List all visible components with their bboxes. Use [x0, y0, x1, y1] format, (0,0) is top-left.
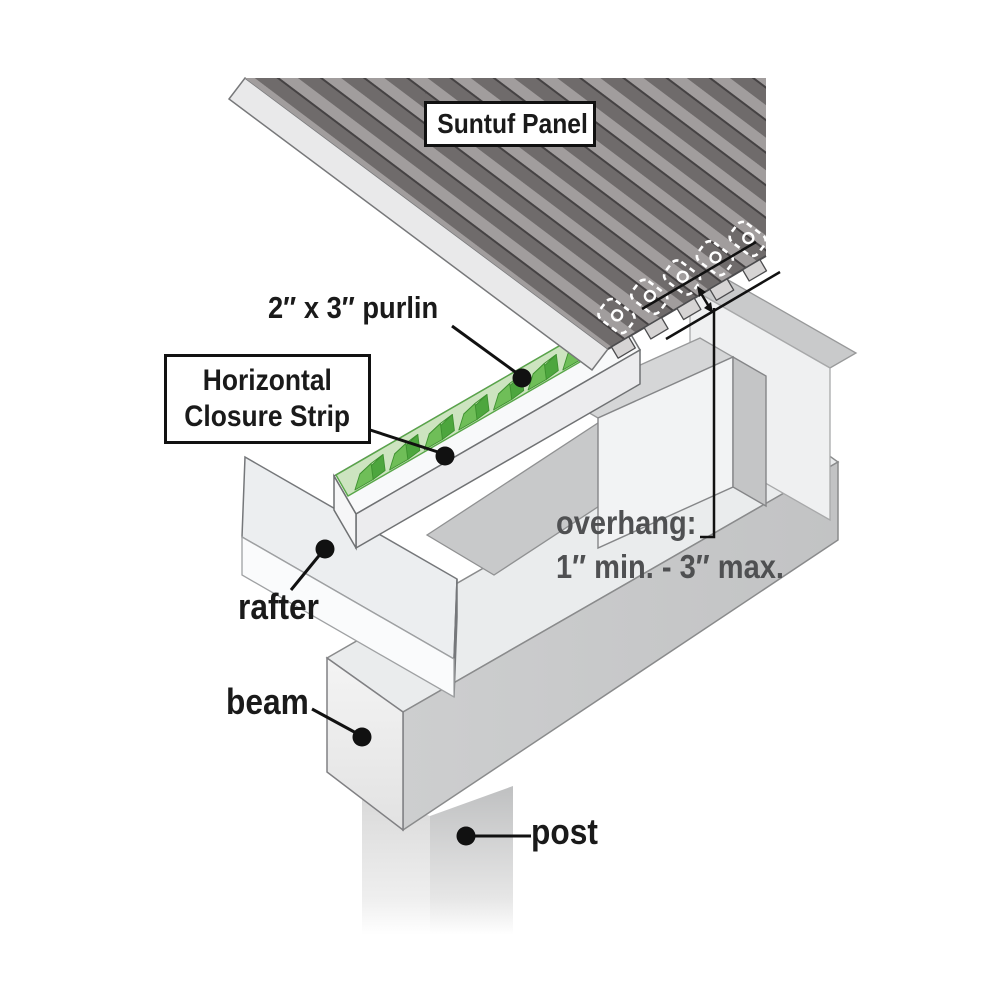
closure-leader-dot [435, 446, 455, 466]
rafter-label-text: rafter [238, 586, 320, 627]
rafter-board [241, 455, 458, 699]
post-label: post [531, 811, 607, 853]
rafter-leader-dot [315, 539, 335, 559]
overhang-dimension [641, 240, 781, 539]
beam-label: beam [226, 681, 320, 723]
closure-strip-label: Horizontal Closure Strip [164, 354, 371, 444]
overhang-label-line2: 1″ min. - 3″ max. [556, 548, 784, 585]
eave-corrugation-teeth [610, 258, 768, 359]
fastener-dashed-outlines [597, 220, 767, 335]
beam-leader-dot [352, 727, 372, 747]
purlin-label: 2″ x 3″ purlin [268, 290, 461, 326]
suntuf-panel [227, 76, 768, 372]
overhang-label-line1: overhang: [556, 504, 697, 541]
rafter-label: rafter [238, 586, 330, 628]
post-label-text: post [531, 811, 598, 852]
purlin-leader-dot [512, 368, 532, 388]
overhang-label: overhang: 1″ min. - 3″ max. [556, 501, 815, 589]
closure-label-line2: Closure Strip [184, 400, 351, 433]
eave-header [563, 337, 767, 550]
leader-dots [315, 368, 532, 846]
post-leader-dot [456, 826, 476, 846]
closure-label-line1: Horizontal [202, 364, 333, 397]
panel-label-text: Suntuf Panel [437, 108, 588, 139]
beam-label-text: beam [226, 681, 309, 722]
post-column [362, 786, 513, 938]
purlin-label-text: 2″ x 3″ purlin [268, 290, 439, 325]
leader-lines [289, 324, 531, 838]
panel-label: Suntuf Panel [424, 101, 596, 147]
